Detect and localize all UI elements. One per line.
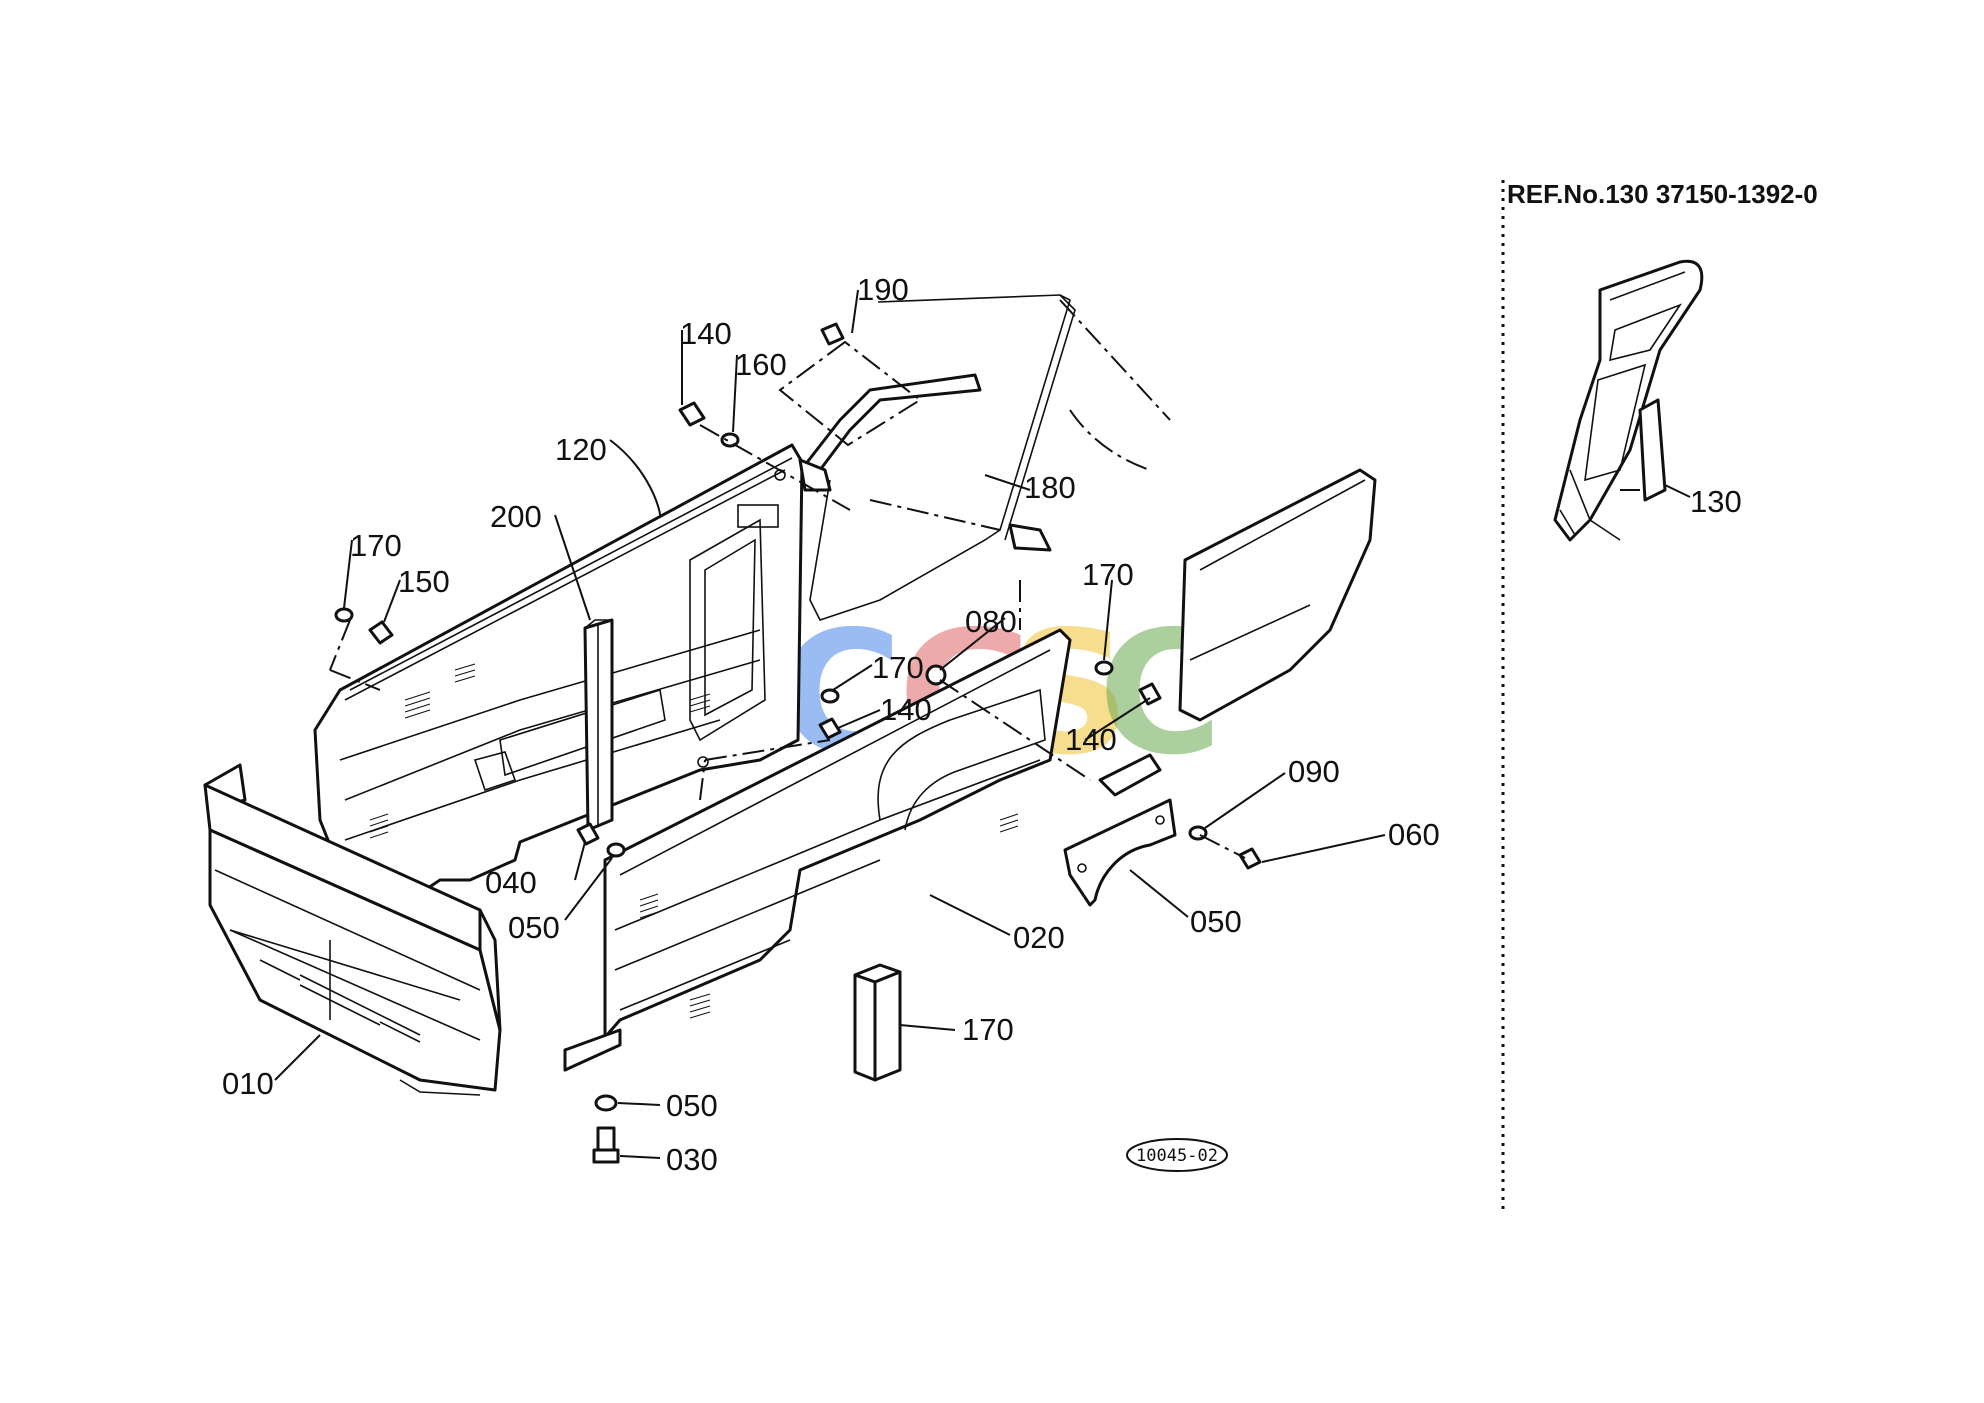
part-right-hood <box>1098 468 1377 797</box>
callout-170-center: 170 <box>872 650 924 685</box>
callout-090: 090 <box>1288 754 1340 789</box>
callout-060: 050 <box>1190 904 1242 939</box>
callout-120: 120 <box>555 432 607 467</box>
part-160-block <box>853 963 902 1082</box>
callout-070: 060 <box>1388 817 1440 852</box>
callout-170-left: 170 <box>350 528 402 563</box>
part-200-post <box>583 618 614 832</box>
callout-170-right: 170 <box>1082 557 1134 592</box>
part-120-left-panel <box>313 443 804 902</box>
callout-labels: 190 140 160 120 200 170 150 180 080 170 … <box>222 272 1440 1177</box>
part-020-right-panel <box>563 628 1072 1072</box>
callout-140-right: 140 <box>1065 722 1117 757</box>
callout-140-center: 140 <box>880 692 932 727</box>
callout-180: 180 <box>1024 470 1076 505</box>
part-180-bracket <box>798 294 1076 621</box>
callout-200: 200 <box>490 499 542 534</box>
reference-text: REF.No.130 37150-1392-0 <box>1507 179 1818 209</box>
part-060-plate <box>1063 798 1177 907</box>
centre-lines <box>329 299 1246 859</box>
callout-020: 020 <box>1013 920 1065 955</box>
callout-170-top: 160 <box>735 347 787 382</box>
reference-inset: REF.No.130 37150-1392-0 130 <box>1507 179 1818 542</box>
callout-130: 130 <box>1690 484 1742 519</box>
callout-030: 030 <box>666 1142 718 1177</box>
callout-080: 080 <box>965 604 1017 639</box>
drawing-code-badge: 10045-02 <box>1126 1138 1228 1172</box>
callout-050-lower: 050 <box>666 1088 718 1123</box>
drawing-code: 10045-02 <box>1136 1146 1218 1166</box>
callout-140-top: 140 <box>680 316 732 351</box>
callout-010: 010 <box>222 1066 274 1101</box>
callout-160: 170 <box>962 1012 1014 1047</box>
callout-190: 190 <box>857 272 909 307</box>
callout-150: 150 <box>398 564 450 599</box>
leader-lines <box>274 289 1640 1159</box>
part-010-front-frame <box>203 763 502 1096</box>
callout-040: 040 <box>485 865 537 900</box>
callout-050-upper: 050 <box>508 910 560 945</box>
